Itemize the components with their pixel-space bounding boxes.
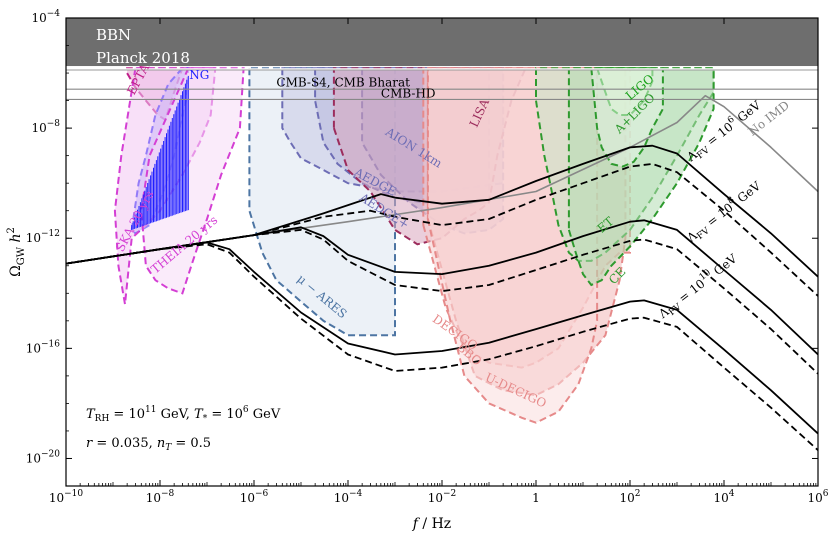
y-tick-label: 10−8 <box>31 119 60 135</box>
y-tick-label: 10−4 <box>31 9 60 25</box>
x-tick-label: 106 <box>807 489 828 505</box>
bounds-layer <box>66 18 818 101</box>
y-tick-label: 10−16 <box>26 339 61 355</box>
label-cmbhd: CMB-HD <box>381 87 436 101</box>
y-tick-label: 10−20 <box>26 449 61 465</box>
region-a-ligo <box>590 67 664 168</box>
curve-fv-10-8-gev <box>66 219 818 356</box>
curve-fv-10-10-gev-dashed <box>66 243 818 451</box>
bbn-band <box>66 18 818 67</box>
x-tick-label: 10−2 <box>428 489 457 505</box>
x-tick-label: 10−4 <box>334 489 363 505</box>
x-tick-label: 104 <box>713 489 734 505</box>
x-tick-label: 10−6 <box>240 489 269 505</box>
curve-fv-10-10-gev <box>66 241 818 435</box>
x-tick-label: 10−8 <box>146 489 175 505</box>
bbn-label: BBN <box>96 26 131 44</box>
x-tick-label: 10−10 <box>49 489 84 505</box>
y-axis-label: ΩGW h2 <box>6 227 27 277</box>
planck-label: Planck 2018 <box>96 49 190 67</box>
curve-label-l10: ΛFV = 1010 GeV <box>654 250 742 324</box>
region-theia-20-yrs <box>140 67 245 295</box>
curve-fv-10-8-gev-dashed <box>66 229 818 375</box>
x-axis-label: f / Hz <box>412 516 451 532</box>
curve-fv-10-6-gev-dashed <box>66 163 818 297</box>
x-tick-label: 102 <box>619 489 640 505</box>
param-line-1: TRH = 1011 GeV, T* = 106 GeV <box>86 405 281 424</box>
x-tick-label: 1 <box>532 491 540 505</box>
label-cmbs4: CMB-S4, CMB Bharat <box>276 76 410 90</box>
curve-fv-10-6-gev <box>66 144 818 278</box>
curves-layer <box>66 94 818 451</box>
y-tick-label: 10−12 <box>26 229 60 245</box>
label-ng: NG <box>189 68 209 82</box>
param-line-2: r = 0.035, nT = 0.5 <box>86 436 211 453</box>
axes-layer: 10−10 10−8 10−6 10−4 10−2 1 102 104 106 10−4 10−8 1… <box>26 9 829 505</box>
